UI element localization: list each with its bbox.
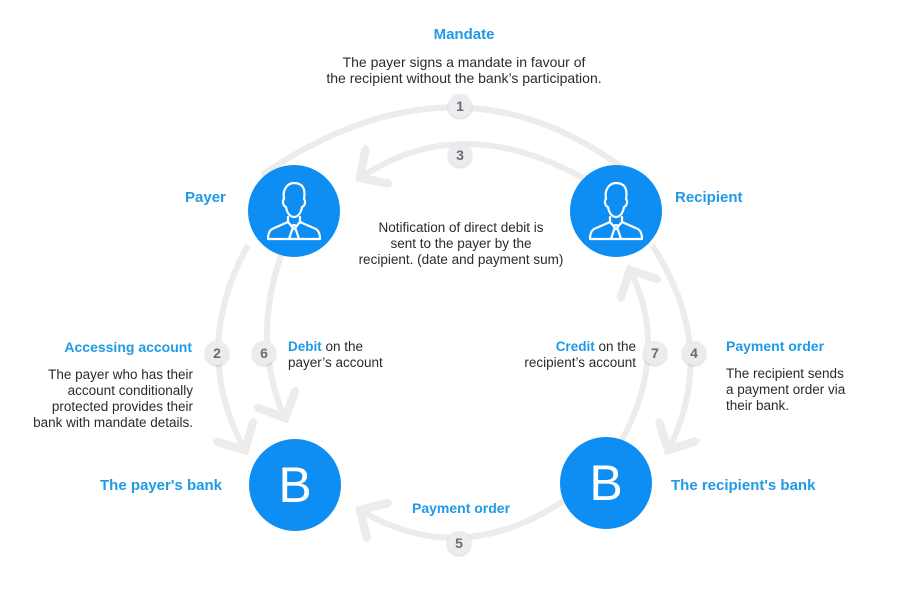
step-badge-5: 5 [447, 531, 471, 555]
accessing-line: The payer who has their [48, 367, 193, 382]
bank-icon: B [278, 457, 312, 513]
recipient-label: Recipient [675, 189, 743, 206]
arc-step-1 [260, 104, 634, 178]
bank-icon: B [589, 455, 623, 511]
step-badge-7: 7 [643, 341, 667, 365]
accessing-account-desc: The payer who has their account conditio… [0, 367, 193, 431]
debit-rest: on the [321, 339, 364, 354]
mandate-desc-line: The payer signs a mandate in favour of [342, 54, 586, 70]
payer-node [248, 165, 340, 257]
debit-line: payer’s account [288, 355, 383, 370]
credit-rest: on the [594, 339, 636, 354]
recipient-bank-node: B [560, 437, 652, 529]
accessing-account-title: Accessing account [64, 339, 192, 355]
mandate-title: Mandate [433, 26, 495, 43]
payment-order-right-desc: The recipient sends a payment order via … [726, 366, 845, 414]
person-icon [588, 181, 644, 241]
accessing-line: protected provides their [51, 399, 193, 414]
credit-line: recipient’s account [524, 355, 636, 370]
payer-bank-label: The payer's bank [100, 477, 222, 494]
payer-bank-node: B [249, 439, 341, 531]
payment-order-line: their bank. [726, 398, 790, 413]
accessing-line: account conditionally [67, 383, 193, 398]
notification-line: sent to the payer by the [390, 236, 532, 251]
person-icon [266, 181, 322, 241]
step-badge-6: 6 [252, 341, 276, 365]
payer-label: Payer [185, 189, 226, 206]
step-badge-1: 1 [448, 94, 472, 118]
notification-line: recipient. (date and payment sum) [358, 252, 564, 267]
mandate-desc-line: the recipient without the bank’s partici… [326, 70, 602, 86]
step-badge-2: 2 [205, 341, 229, 365]
notification-text: Notification of direct debit is sent to … [346, 220, 576, 268]
payment-order-bottom-title: Payment order [412, 500, 511, 516]
step-badge-4: 4 [682, 341, 706, 365]
credit-highlight: Credit [555, 339, 595, 354]
arc-step-6 [267, 248, 285, 418]
recipient-node [570, 165, 662, 257]
arc-step-3 [360, 141, 585, 178]
debit-highlight: Debit [288, 339, 322, 354]
credit-text: Credit on the recipient’s account [470, 339, 636, 371]
mandate-description: The payer signs a mandate in favour of t… [0, 54, 900, 86]
accessing-line: bank with mandate details. [33, 415, 193, 430]
payment-order-line: a payment order via [726, 382, 846, 397]
notification-line: Notification of direct debit is [378, 220, 544, 235]
recipient-bank-label: The recipient's bank [671, 477, 816, 494]
payment-order-right-title: Payment order [726, 338, 825, 354]
payment-order-line: The recipient sends [726, 366, 844, 381]
step-badge-3: 3 [448, 143, 472, 167]
debit-text: Debit on the payer’s account [288, 339, 383, 371]
